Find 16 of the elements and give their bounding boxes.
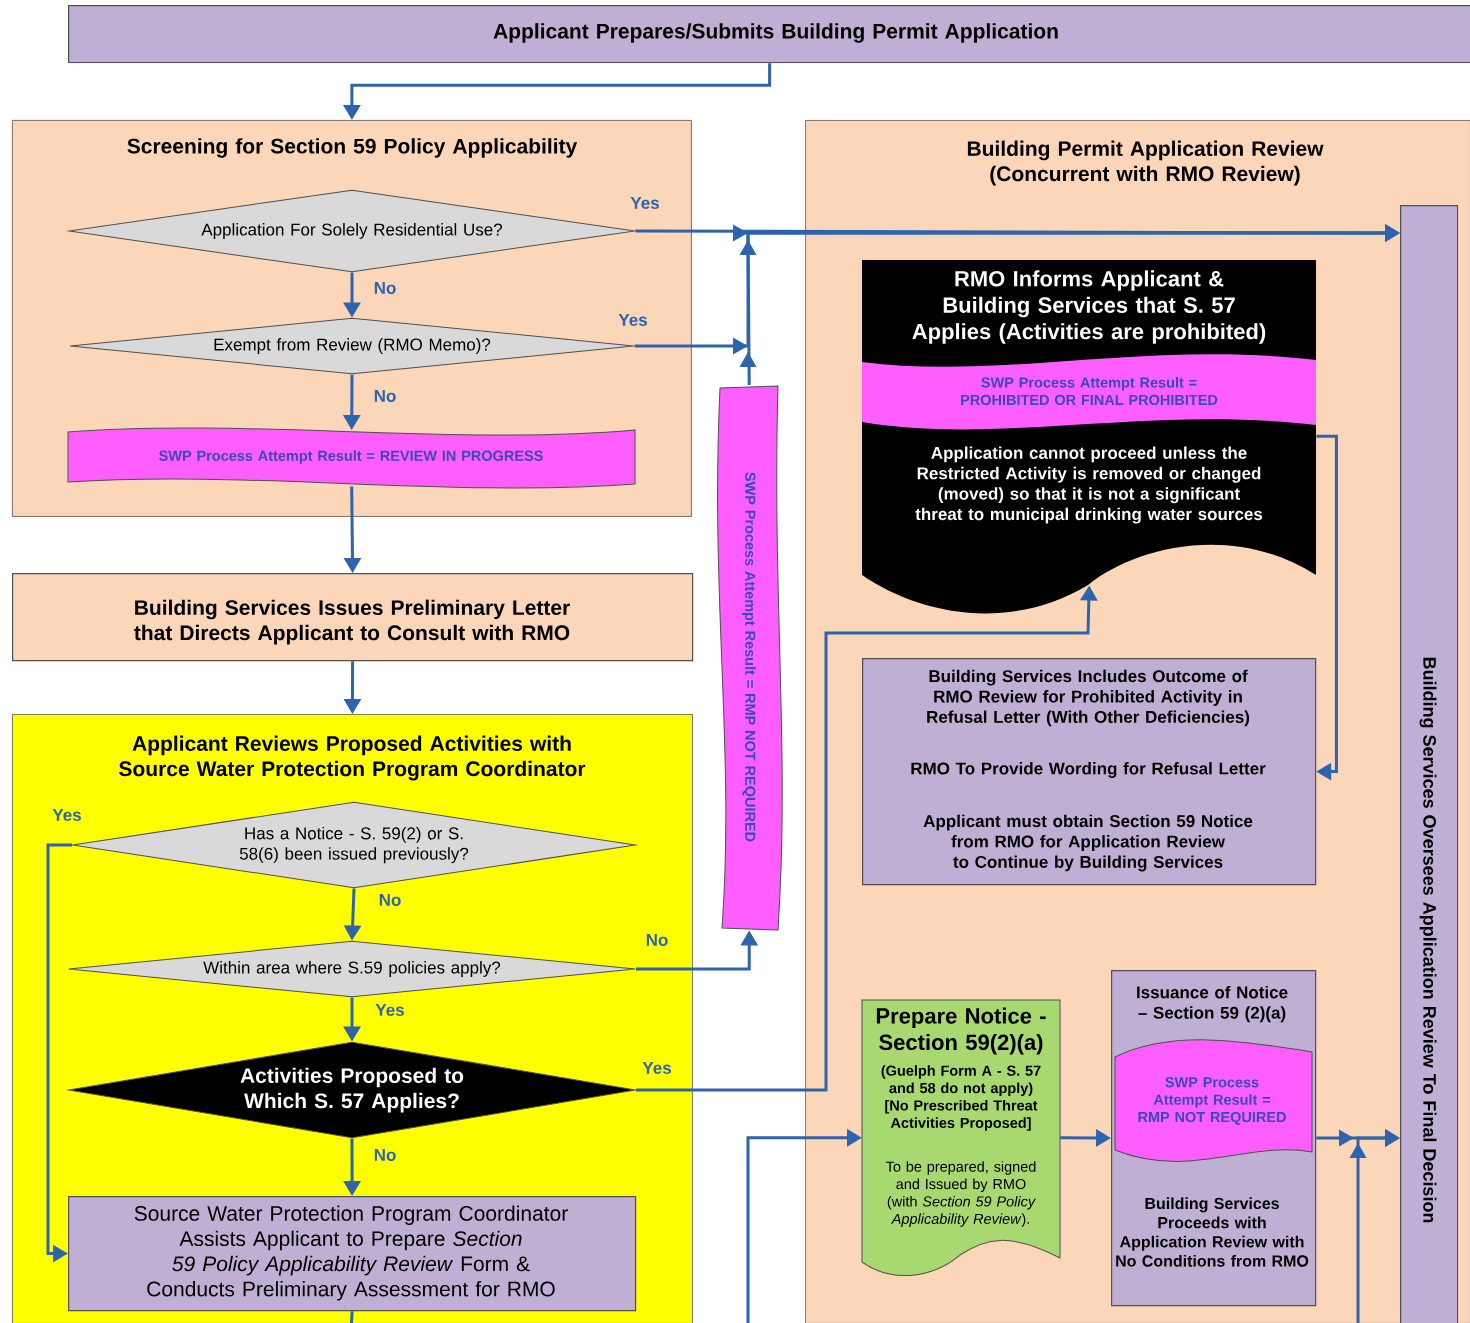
process-box: Building Services Includes Outcome of RMO Review for Prohibited Activity in Refusal Letter (With Other Deficiencies) RMO To Provide Wording for Refusal Letter Applicant must obtain Section 59 Notice from RMO for Application Review to Continue by Building Services	[862, 658, 1317, 886]
status-banner: SWP Process Attempt Result = REVIEW IN PROGRESS	[67, 427, 636, 489]
edge-label: No	[644, 933, 670, 947]
edge-label: No	[372, 1148, 398, 1162]
status-bar: Building Services Oversees Application Review To Final Decision	[1400, 205, 1459, 1323]
process-box: Issuance of Notice – Section 59 (2)(a) SWP Process Attempt Result = RMP NOT REQUIRED Building Services Proceeds with Application Review with No Conditions from RMO	[1111, 970, 1317, 1307]
edge-label: No	[372, 389, 398, 403]
edge-label: Yes	[641, 1061, 673, 1075]
edge-label: No	[372, 281, 398, 295]
process-banner: Applicant Prepares/Submits Building Permit Application	[68, 5, 1470, 64]
status-banner: SWP Process Attempt Result = RMP NOT REQUIRED	[717, 385, 783, 931]
process-box: Building Services Issues Preliminary Letter that Directs Applicant to Consult with RMO	[12, 573, 694, 662]
edge-label: Yes	[374, 1003, 406, 1017]
edge-label: No	[377, 893, 403, 907]
arrow	[1316, 434, 1338, 781]
process-box: Source Water Protection Program Coordinator Assists Applicant to Prepare Section 59 Policy Applicability Review Form & Conducts Preliminary Assessment for RMO	[68, 1196, 637, 1312]
